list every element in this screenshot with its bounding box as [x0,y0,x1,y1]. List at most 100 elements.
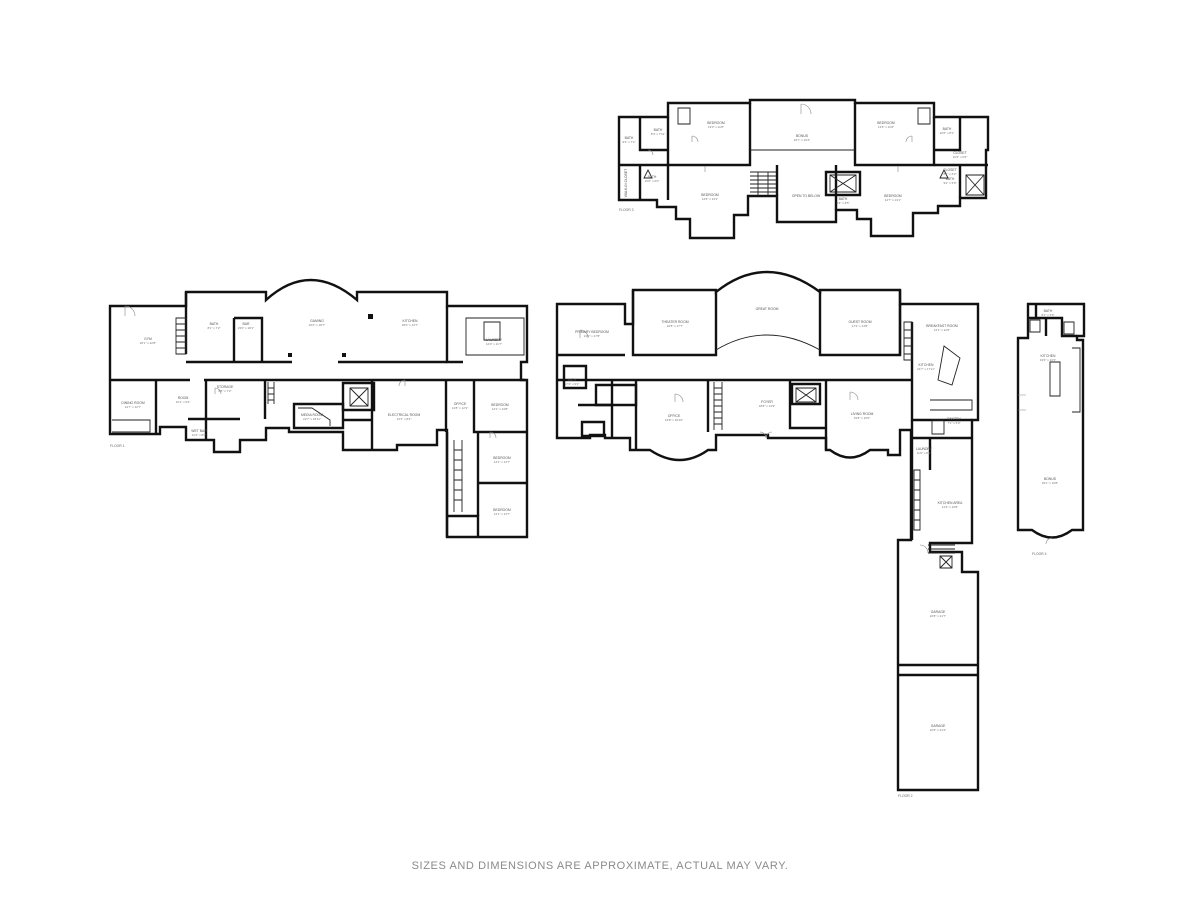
floor-label: FLOOR 1 [110,444,125,448]
room-dimensions: 34'7" x 19'4" [794,138,810,142]
room-label: GAMING [310,319,324,323]
room-label: GUEST ROOM [848,320,871,324]
room-label: LIVING ROOM [851,412,874,416]
floor-label: FLOOR 2 [898,794,913,798]
room-label: KITCHEN AREA [938,501,964,505]
room-label: KITCHEN [1041,354,1056,358]
room-label: GREAT ROOM [756,307,779,311]
room-dimensions: 22'8" x 21'7" [930,614,946,618]
svg-text:BEDROOM: BEDROOM [493,508,511,512]
room-dimensions: 24'7" x 17'11" [917,367,935,371]
room-dimensions: 9'4" x 7'1" [622,140,635,144]
room-label: PRIMARY BEDROOM [575,330,609,334]
floor-plan-guest-house: BATH 8'1" x 5'6" KITCHEN 19'6" x 10'3" B… [1016,302,1086,556]
floor-plan-lower: GYM 26'1" x 22'8" BATH 8'1" x 7'2" BAR 2… [108,278,529,539]
room-dimensions: 22'0" x 18'7" [309,323,325,327]
room-label: PANTRY [947,417,961,421]
room-label: OPEN TO BELOW [792,194,821,198]
room-label: LAUNDRY [916,447,933,451]
room-label: BAR [243,322,251,326]
room-label: CLOSET [943,168,957,172]
room-dimensions: 17'4" x 9'3" [565,382,580,386]
room-label: WET BAR [191,429,207,433]
room-dimensions: 14'7" x 13'1" [885,198,901,202]
room-dimensions: 13'1" x 8'4" [397,417,412,421]
room-label: OFFICE [454,402,467,406]
room-label: CLOSET [953,151,967,155]
room-dimensions: 9'2" x 5'9" [943,181,956,185]
room-dimensions: 17'2" x 14'8" [852,324,868,328]
room-label: BEDROOM [884,194,902,198]
room-label: BATH [839,197,848,201]
room-dimensions: 14'1" x 13'8" [492,407,508,411]
room-label: FOYER [761,400,773,404]
room-label: BEDROOM [877,121,895,125]
room-label: BATH [1044,309,1053,313]
room-dimensions: 7'1" x 6'0" [947,421,960,425]
room-label: KITCHEN [403,319,418,323]
room-dimensions: 23'0" x 18'1" [238,326,254,330]
room-label: DINING ROOM [121,401,145,405]
disclaimer-text: SIZES AND DIMENSIONS ARE APPROXIMATE, AC… [411,860,789,872]
room-label: STORAGE [217,385,234,389]
svg-text:14'1" x 13'7": 14'1" x 13'7" [494,512,510,516]
room-label: BONUS [796,134,809,138]
room-dimensions: 14'5" x 13'1" [702,197,718,201]
room-label: BATH [648,175,657,179]
room-label: BEDROOM [707,121,725,125]
room-label: GARAGE [931,610,946,614]
floor-plan-upper: BATH 8'4" x 7'11" BEDROOM 13'0" x 11'8" … [617,98,990,240]
room-label: BATH [210,322,219,326]
room-label: BATH [625,136,634,140]
room-dimensions: 19'6" x 10'3" [1040,358,1056,362]
room-dimensions: 21'3" x 17'8" [584,334,600,338]
room-dimensions: 18'0" x 13'7" [402,323,418,327]
room-label: BATH [946,177,955,181]
room-dimensions: 13'0" x 11'8" [708,125,724,129]
room-dimensions: 12'0" x 11'7" [486,342,502,346]
room-dimensions: 8'4" x 7'11" [651,132,666,136]
room-label: KITCHEN [919,363,934,367]
room-label: WALK-IN CLOSET [624,169,628,198]
room-dimensions: 10'3" x 6'6" [953,155,968,159]
floor-label: FLOOR 3 [619,208,634,212]
floor-label: FLOOR 4 [1032,552,1047,556]
room-label: BATH [568,378,577,382]
room-label: ELECTRICAL ROOM [388,413,420,417]
room-label: THEATER ROOM [661,320,688,324]
room-label: BEDROOM [493,456,511,460]
room-label: BREAKFAST ROOM [926,324,958,328]
room-dimensions: 14'3" x 10'8" [942,505,958,509]
room-label: BATH [654,128,663,132]
room-dimensions: 19'8" x 16'10" [665,418,683,422]
room-dimensions: 14'1" x 13'7" [494,460,510,464]
room-label: MEDIA ROOM [301,413,323,417]
room-dimensions: 14'8" x 12'3" [452,406,468,410]
room-dimensions: 19'8" x 16'6" [854,416,870,420]
room-label: LAUNDRY [486,338,503,342]
room-label: BONUS [1044,477,1057,481]
room-dimensions: 13'6" x 11'8" [878,125,894,129]
room-label: BEDROOM [701,193,719,197]
room-dimensions: 26'1" x 22'8" [140,341,156,345]
room-dimensions: 14'1" x 12'6" [934,328,950,332]
room-dimensions: 12'4" x 8'0" [192,433,207,437]
room-label: BEDROOM [491,403,509,407]
room-dimensions: 33'1" x 19'8" [1042,481,1058,485]
room-label: GARAGE [931,724,946,728]
room-dimensions: 10'1" x 9'2" [176,400,191,404]
room-dimensions: 22'8" x 21'4" [930,728,946,732]
room-dimensions: 8'5" x 7'2" [218,389,231,393]
room-label: GYM [144,337,152,341]
room-dimensions: 8'1" x 5'6" [1041,313,1054,317]
room-dimensions: 9'3" x 8'5" [836,201,849,205]
room-dimensions: 10'6" x 8'1" [940,131,955,135]
room-dimensions: 22'7" x 18'11" [303,417,321,421]
room-dimensions: 22'8" x 17'7" [667,324,683,328]
room-dimensions: 14'7" x 12'7" [125,405,141,409]
room-dimensions: 11'6" x 8'1" [917,451,932,455]
room-label: OFFICE [668,414,681,418]
floor-plan-main: PRIMARY BEDROOM 21'3" x 17'8" THEATER RO… [555,270,980,798]
room-label: BATH [943,127,952,131]
